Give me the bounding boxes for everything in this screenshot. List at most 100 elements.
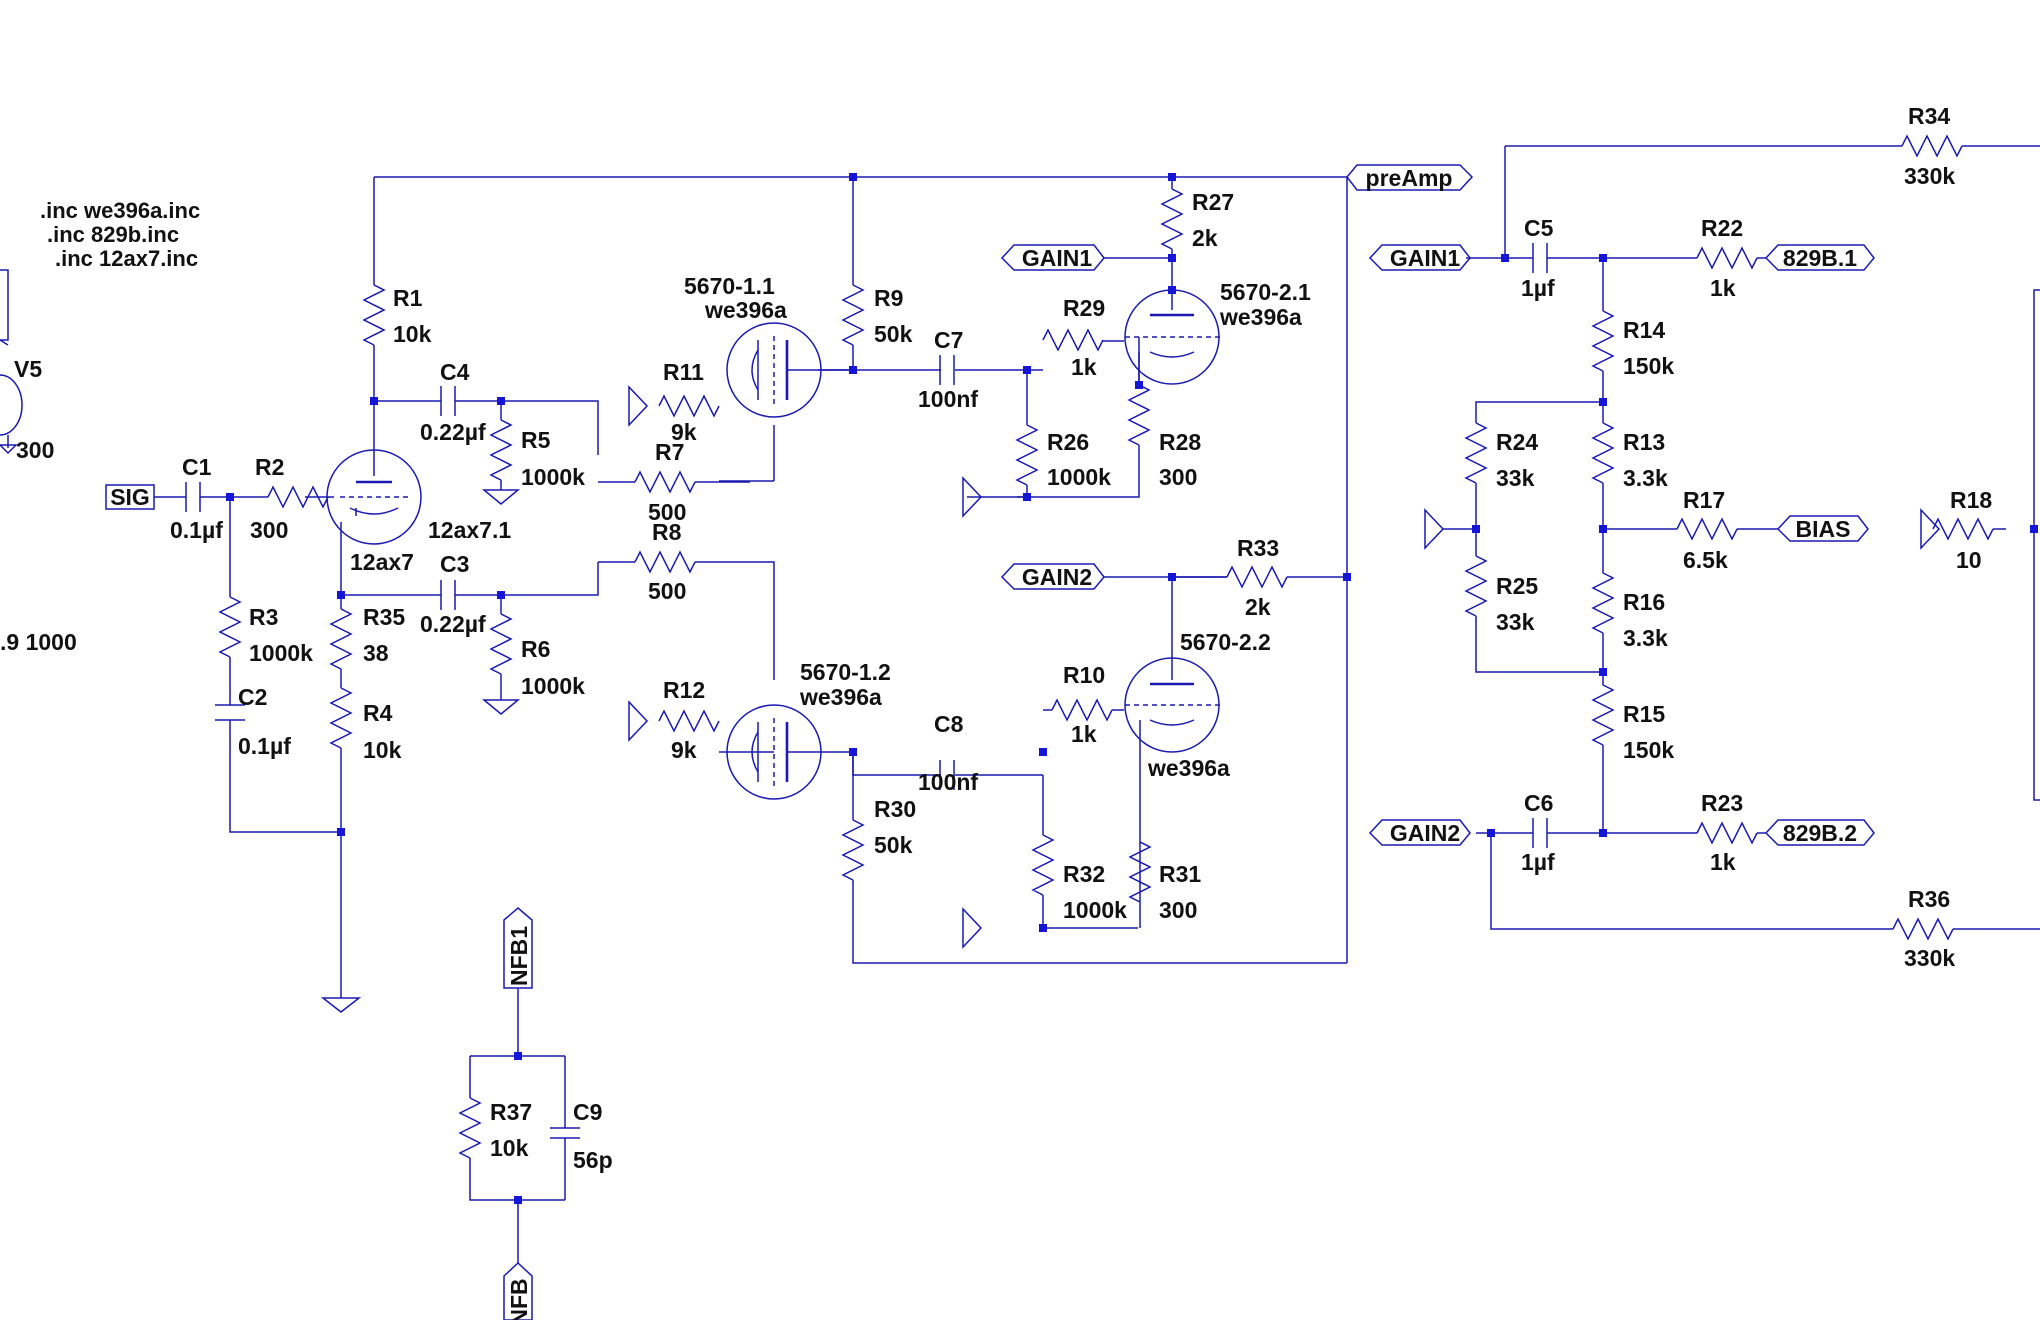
label-5670-2-2-name: 5670-2.2 bbox=[1180, 629, 1271, 655]
label-r2-value: 300 bbox=[250, 517, 288, 543]
label-r9-name: R9 bbox=[874, 285, 903, 311]
spice-directives: .inc we396a.inc .inc 829b.inc .inc 12ax7… bbox=[40, 198, 200, 271]
net-flag-bias: BIAS bbox=[1776, 515, 1869, 542]
svg-text:preAmp: preAmp bbox=[1366, 165, 1453, 191]
label-r10-value: 1k bbox=[1071, 721, 1097, 747]
net-flag-gain1-left: GAIN1 bbox=[1000, 244, 1105, 271]
resistor-r15 bbox=[1591, 684, 1615, 746]
ground-symbol bbox=[962, 907, 983, 949]
resistor-r8 bbox=[634, 550, 696, 574]
label-5670-2-1-model: we396a bbox=[1219, 304, 1302, 330]
label-r31-value: 300 bbox=[1159, 897, 1197, 923]
label-r13-name: R13 bbox=[1623, 429, 1665, 455]
label-r33-value: 2k bbox=[1245, 594, 1271, 620]
net-flag-nfb1: NFB1 bbox=[503, 907, 533, 989]
resistor-r17 bbox=[1676, 517, 1738, 541]
wires bbox=[0, 145, 2040, 1263]
label-r33-name: R33 bbox=[1237, 535, 1279, 561]
label-r27-name: R27 bbox=[1192, 189, 1234, 215]
resistor-r24 bbox=[1464, 422, 1488, 484]
capacitors bbox=[185, 243, 1548, 1139]
label-r8-name: R8 bbox=[652, 519, 682, 545]
resistor-r9 bbox=[841, 284, 865, 346]
label-r9-value: 50k bbox=[874, 321, 913, 347]
label-r10-name: R10 bbox=[1063, 662, 1105, 688]
label-r6-value: 1000k bbox=[521, 673, 585, 699]
label-c3-name: C3 bbox=[440, 551, 469, 577]
svg-text:NFB: NFB bbox=[506, 1278, 532, 1320]
label-r25-value: 33k bbox=[1496, 609, 1535, 635]
label-r23-value: 1k bbox=[1710, 849, 1736, 875]
label-r37-value: 10k bbox=[490, 1135, 529, 1161]
label-r12-name: R12 bbox=[663, 677, 705, 703]
label-r28-value: 300 bbox=[1159, 464, 1197, 490]
tube-5670-1-1 bbox=[726, 322, 853, 418]
ground-symbol bbox=[320, 997, 362, 1013]
resistor-r4 bbox=[329, 687, 353, 749]
label-r32-name: R32 bbox=[1063, 861, 1105, 887]
label-r36-name: R36 bbox=[1908, 886, 1950, 912]
capacitor-c5 bbox=[1532, 243, 1548, 273]
resistor-r16 bbox=[1591, 572, 1615, 634]
label-r24-name: R24 bbox=[1496, 429, 1538, 455]
label-r26-value: 1000k bbox=[1047, 464, 1111, 490]
resistor-r37 bbox=[458, 1097, 482, 1159]
label-5670-1-1-model: we396a bbox=[704, 297, 787, 323]
resistor-r35 bbox=[329, 608, 353, 670]
resistor-r12 bbox=[658, 709, 720, 733]
resistor-r36 bbox=[1892, 917, 1954, 941]
svg-text:829B.1: 829B.1 bbox=[1783, 245, 1857, 271]
resistor-r3 bbox=[218, 596, 242, 658]
net-flag-829b-2: 829B.2 bbox=[1764, 819, 1875, 846]
label-r13-value: 3.3k bbox=[1623, 465, 1668, 491]
resistor-r25 bbox=[1464, 555, 1488, 617]
label-r35-value: 38 bbox=[363, 640, 389, 666]
ground-symbol bbox=[628, 385, 649, 427]
ground-symbol bbox=[481, 489, 521, 505]
label-r26-name: R26 bbox=[1047, 429, 1089, 455]
label-r17-value: 6.5k bbox=[1683, 547, 1728, 573]
svg-text:GAIN1: GAIN1 bbox=[1390, 245, 1461, 271]
resistor-r27 bbox=[1160, 188, 1184, 250]
label-c1-value: 0.1µf bbox=[170, 517, 223, 543]
junction-dots bbox=[226, 173, 2038, 1204]
label-c9-name: C9 bbox=[573, 1099, 602, 1125]
label-r22-value: 1k bbox=[1710, 275, 1736, 301]
svg-text:829B.2: 829B.2 bbox=[1783, 820, 1857, 846]
label-r2-name: R2 bbox=[255, 454, 284, 480]
resistor-r14 bbox=[1591, 310, 1615, 372]
label-c7-name: C7 bbox=[934, 327, 963, 353]
resistor-r2 bbox=[267, 485, 329, 509]
net-flag-gain2-right: GAIN2 bbox=[1368, 819, 1471, 846]
resistor-r18 bbox=[1932, 517, 1994, 541]
label-r16-name: R16 bbox=[1623, 589, 1665, 615]
capacitor-c8 bbox=[939, 760, 955, 790]
label-c6-value: 1µf bbox=[1521, 849, 1555, 875]
label-c7-value: 100nf bbox=[918, 386, 978, 412]
label-r29-value: 1k bbox=[1071, 354, 1097, 380]
capacitor-c3 bbox=[440, 580, 456, 610]
resistor-v5-partial bbox=[0, 339, 9, 346]
label-c1-name: C1 bbox=[182, 454, 212, 480]
capacitor-c9 bbox=[550, 1127, 580, 1139]
ground-symbol bbox=[962, 476, 983, 518]
label-r4-name: R4 bbox=[363, 700, 393, 726]
label-r11-value: 9k bbox=[671, 419, 697, 445]
label-r11-name: R11 bbox=[663, 359, 704, 385]
label-r7-value: 500 bbox=[648, 499, 686, 525]
resistor-r30 bbox=[841, 819, 865, 881]
resistor-r6 bbox=[489, 613, 513, 675]
label-c4-name: C4 bbox=[440, 359, 470, 385]
capacitor-c1 bbox=[185, 482, 201, 512]
capacitor-c7 bbox=[939, 355, 955, 385]
label-r36-value: 330k bbox=[1904, 945, 1955, 971]
resistor-r33 bbox=[1226, 565, 1288, 589]
tube-5670-2-2 bbox=[1124, 652, 1220, 753]
resistor-r29 bbox=[1042, 328, 1104, 352]
label-c8-name: C8 bbox=[934, 711, 964, 737]
label-r29-name: R29 bbox=[1063, 295, 1105, 321]
svg-text:NFB1: NFB1 bbox=[506, 926, 532, 986]
label-5670-1-2-model: we396a bbox=[799, 684, 882, 710]
label-r18-name: R18 bbox=[1950, 487, 1992, 513]
label-r4-value: 10k bbox=[363, 737, 402, 763]
